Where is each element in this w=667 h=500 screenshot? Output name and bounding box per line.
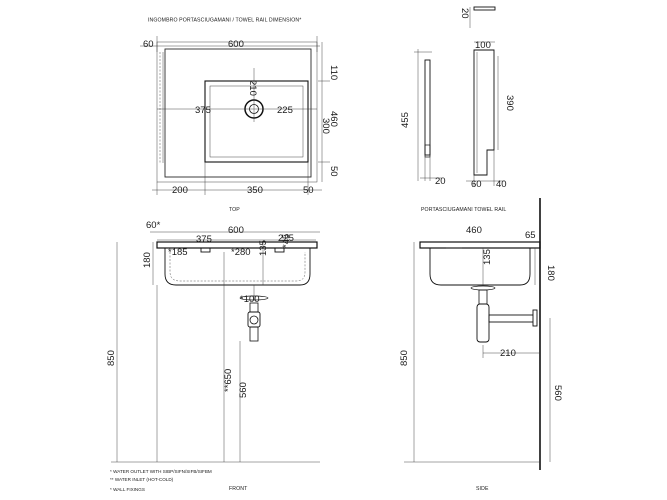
top-dim-375: 375: [195, 105, 211, 116]
top-dim-60: 60: [143, 39, 154, 50]
side-view-caption: SIDE: [476, 486, 489, 492]
front-basin-rim: [156, 241, 318, 249]
rail-dim-20-top: 20: [459, 8, 470, 19]
rail-top-icon: [473, 6, 496, 11]
side-basin-rim: [419, 241, 541, 249]
side-waste-pipe: [488, 314, 537, 323]
front-dim-185: *185: [168, 247, 188, 258]
front-basin-hidden: [169, 252, 306, 282]
front-view: 60* 600 375 225 *185 *280 135 *45 180 *1…: [106, 220, 320, 492]
side-dim-65: 65: [525, 230, 536, 241]
front-dim-850: 850: [106, 350, 117, 366]
notes: * WATER OUTLET WITH SIBP/SIFN/SIFB/SIFBM…: [110, 469, 212, 492]
top-dim-225: 225: [277, 105, 293, 116]
top-header-caption: INGOMBRO PORTASCIUGAMANI / TOWEL RAIL DI…: [148, 18, 301, 24]
rail-dim-390: 390: [504, 95, 515, 111]
front-dim-60: 60*: [146, 220, 161, 231]
rail-front-foot: [424, 144, 431, 158]
top-dim-300: 300: [320, 118, 331, 134]
front-basin-body: [164, 248, 311, 286]
front-dim-100: *100: [240, 294, 260, 305]
top-dim-200: 200: [172, 185, 188, 196]
rail-view-caption: PORTASCIUGAMANI TOWEL RAIL: [421, 207, 506, 213]
siphon-outlet: [249, 315, 259, 325]
front-dim-650: **650: [223, 369, 234, 392]
front-dim-135: 135: [258, 240, 269, 256]
top-view-caption: TOP: [229, 207, 240, 213]
top-dim-350: 350: [247, 185, 263, 196]
side-basin-body: [429, 248, 531, 286]
side-dim-460: 460: [466, 225, 482, 236]
front-dim-225: 225: [278, 233, 294, 244]
front-dim-180: 180: [142, 252, 153, 268]
rail-dim-100: 100: [475, 40, 491, 51]
note-wall-fixings: * WALL FIXINGS: [110, 487, 145, 492]
side-view: 460 65 135 180 210 850 560 SIDE: [399, 198, 563, 492]
side-drain-flange: [470, 285, 496, 291]
side-drain-pipe: [478, 289, 488, 305]
note-water-inlet: ** WATER INLET (HOT-COLD): [110, 477, 174, 482]
rail-dim-20: 20: [435, 176, 446, 187]
towel-rail-view: 20 100 455 20 390 60 40 PORTASCIUGAMANI …: [400, 6, 515, 213]
rail-front-bar: [424, 59, 431, 156]
side-dim-135: 135: [482, 249, 493, 265]
front-dim-280: *280: [231, 247, 251, 258]
front-dim-375: 375: [196, 234, 212, 245]
note-water-outlet: * WATER OUTLET WITH SIBP/SIFN/SIFB/SIFBM: [110, 469, 212, 474]
top-dim-600: 600: [228, 39, 244, 50]
side-siphon-body: [476, 303, 490, 343]
top-dim-460: 460: [328, 111, 339, 127]
side-dim-850: 850: [399, 350, 410, 366]
rail-dim-455: 455: [400, 112, 411, 128]
front-dim-45: *45: [281, 234, 292, 248]
top-dim-50: 50: [303, 185, 314, 196]
basin-top-rim: [164, 48, 312, 178]
side-dim-210: 210: [500, 348, 516, 359]
basin-bowl-inner: [209, 85, 304, 158]
inlet-hole-left: [200, 247, 211, 253]
front-dim-560: 560: [238, 382, 249, 398]
wall-flange: [532, 309, 538, 327]
top-dim-110: 110: [328, 65, 339, 80]
side-dim-560: 560: [552, 385, 563, 401]
rail-dim-60: 60: [471, 179, 482, 190]
top-dim-50-right: 50: [328, 166, 339, 177]
basin-bowl: [204, 80, 309, 163]
inlet-hole-right: [274, 247, 285, 253]
siphon-tail: [249, 326, 259, 342]
rail-dim-40: 40: [496, 179, 507, 190]
top-view: INGOMBRO PORTASCIUGAMANI / TOWEL RAIL DI…: [140, 18, 339, 213]
side-dim-180: 180: [545, 265, 556, 281]
top-view-outline: [156, 41, 318, 183]
front-dim-600: 600: [228, 225, 244, 236]
top-dim-210: 210: [247, 80, 258, 96]
front-view-caption: FRONT: [229, 486, 248, 492]
drain-flange: [239, 295, 269, 301]
